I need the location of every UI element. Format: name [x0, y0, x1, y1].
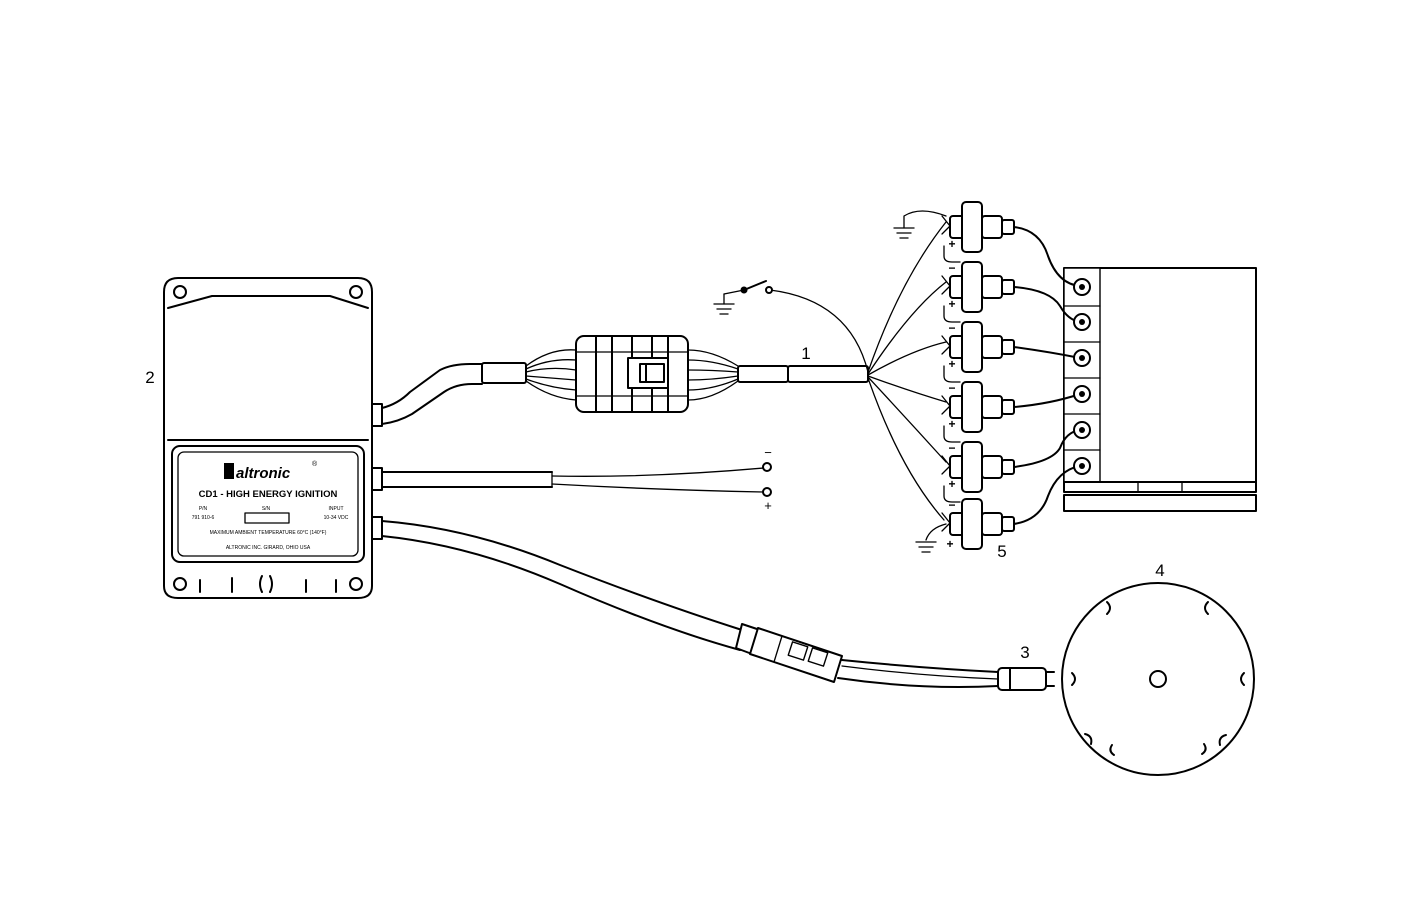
- spark-coil-5: [941, 441, 1015, 503]
- coil-ground-top: [893, 210, 947, 239]
- coil-6-negative: −: [948, 498, 955, 512]
- spark-coil-4: [941, 381, 1015, 443]
- coil-5-negative: −: [948, 441, 955, 455]
- coil-icon: [961, 321, 983, 373]
- spark-coil-6: [941, 498, 1015, 550]
- power-negative-label: −: [764, 445, 772, 460]
- coil-polarity-marks: + − + − + − + − + − +: [946, 237, 955, 551]
- coil-3-negative: −: [948, 321, 955, 335]
- svg-text:®: ®: [312, 460, 318, 468]
- spark-coil-3: [941, 321, 1015, 383]
- coil-5-positive: +: [948, 477, 955, 491]
- callout-1: 1: [801, 344, 810, 363]
- callout-2: 2: [145, 368, 154, 387]
- main-harness: [381, 335, 869, 425]
- magnetic-pickup: [997, 667, 1055, 691]
- callout-5: 5: [997, 542, 1006, 561]
- positive-terminal-icon: [762, 487, 772, 497]
- pn-label: P/N: [199, 506, 208, 512]
- power-leads: [381, 462, 772, 497]
- maker-note: ALTRONIC INC. GIRARD, OHIO USA: [226, 545, 311, 551]
- coil-4-positive: +: [948, 417, 955, 431]
- harness-connector: [575, 335, 689, 413]
- mount-hole-icon: [173, 577, 187, 591]
- coil-icon: [961, 441, 983, 493]
- disc-hub-icon: [1149, 670, 1167, 688]
- coil-1-positive: +: [948, 237, 955, 251]
- brand-logo: altronic: [236, 465, 291, 482]
- power-positive-label: +: [764, 498, 772, 513]
- callout-4: 4: [1155, 561, 1164, 580]
- switch-icon: [743, 280, 767, 291]
- spark-plug-terminals: [1073, 278, 1091, 475]
- mount-hole-icon: [349, 577, 363, 591]
- ground-icon: [893, 227, 915, 239]
- input-value: 10-34 VDC: [324, 515, 349, 521]
- kill-switch: [713, 280, 773, 315]
- callout-3: 3: [1020, 643, 1029, 662]
- coil-icon: [961, 498, 983, 550]
- coil-ground-bottom: [915, 523, 947, 553]
- timing-disc: [1061, 582, 1255, 776]
- pickup-icon: [997, 667, 1047, 691]
- coil-6-positive: +: [946, 537, 953, 551]
- ground-icon: [915, 541, 937, 553]
- harness-fanout: [769, 221, 947, 521]
- negative-terminal-icon: [762, 462, 772, 472]
- spark-coil-1: [941, 201, 1015, 263]
- mount-hole-icon: [349, 285, 363, 299]
- pickup-connector: [735, 623, 843, 683]
- ground-icon: [713, 293, 735, 315]
- coil-2-positive: +: [948, 297, 955, 311]
- module-title: CD1 - HIGH ENERGY IGNITION: [199, 489, 338, 500]
- mount-hole-icon: [173, 285, 187, 299]
- coil-icon: [961, 381, 983, 433]
- sn-label: S/N: [262, 506, 271, 512]
- brand-logo-icon: [224, 463, 234, 479]
- engine-block: [1063, 267, 1257, 512]
- coil-icon: [961, 201, 983, 253]
- input-label: INPUT: [329, 506, 344, 512]
- coil-icon: [961, 261, 983, 313]
- ambient-note: MAXIMUM AMBIENT TEMPERATURE 60°C (140°F): [210, 530, 327, 536]
- pn-value: 791 910-6: [192, 515, 215, 521]
- spark-coil-2: [941, 261, 1015, 323]
- coil-2-negative: −: [948, 261, 955, 275]
- coil-3-positive: +: [948, 357, 955, 371]
- coil-4-negative: −: [948, 381, 955, 395]
- pickup-cable: [381, 520, 1055, 691]
- ignition-module: altronic ® CD1 - HIGH ENERGY IGNITION P/…: [163, 277, 383, 599]
